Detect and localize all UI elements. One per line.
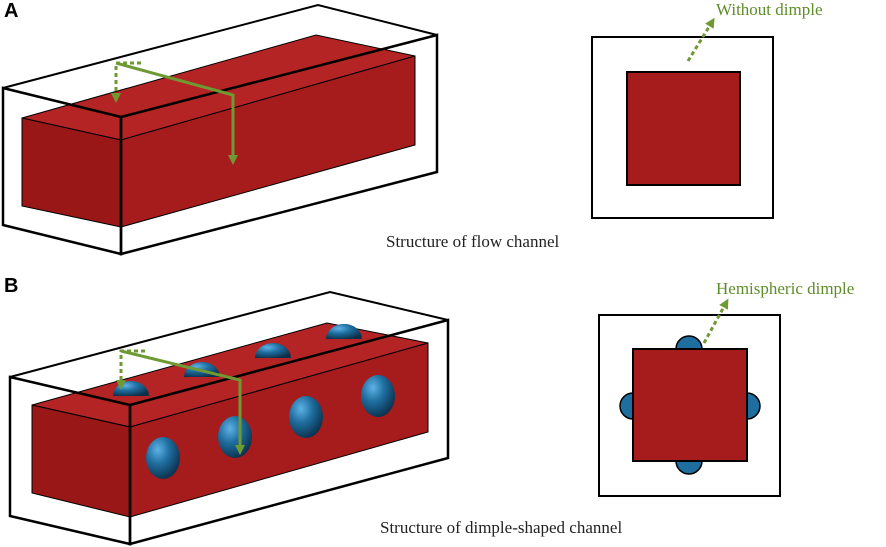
arrow-long — [115, 61, 238, 165]
callout-arrow-a — [686, 17, 715, 62]
panel-a-label: A — [4, 0, 19, 22]
dimple-section-left — [619, 392, 634, 420]
dimple-cap-3 — [255, 343, 291, 358]
arrow-long-b — [120, 349, 245, 455]
dimple-section-bottom — [675, 460, 703, 475]
panel-a-3d-channel — [1, 3, 439, 256]
dimple-side-1 — [146, 437, 180, 479]
outer-box-side — [119, 33, 439, 256]
panel-b-3d-channel — [8, 290, 450, 546]
dimple-section-right — [746, 392, 761, 420]
panel-a-cross-section — [591, 17, 774, 219]
dimple-side-3 — [289, 396, 323, 438]
inner-red-square — [626, 71, 741, 186]
panel-b-label: B — [4, 275, 19, 297]
hemispheric-dimple-callout: Hemispheric dimple — [716, 279, 855, 298]
dimple-side-2 — [218, 416, 252, 458]
panel-a-caption: Structure of flow channel — [386, 232, 560, 251]
inner-red-square-b — [632, 348, 748, 462]
without-dimple-callout: Without dimple — [716, 0, 823, 19]
callout-arrow-b — [702, 298, 729, 344]
outer-box-side-b — [128, 318, 450, 546]
panel-b-caption: Structure of dimple-shaped channel — [380, 518, 623, 537]
dimple-cap-4 — [326, 324, 362, 339]
panel-b-cross-section — [598, 298, 781, 497]
dimple-section-top — [675, 335, 703, 350]
dimple-side-4 — [361, 375, 395, 417]
